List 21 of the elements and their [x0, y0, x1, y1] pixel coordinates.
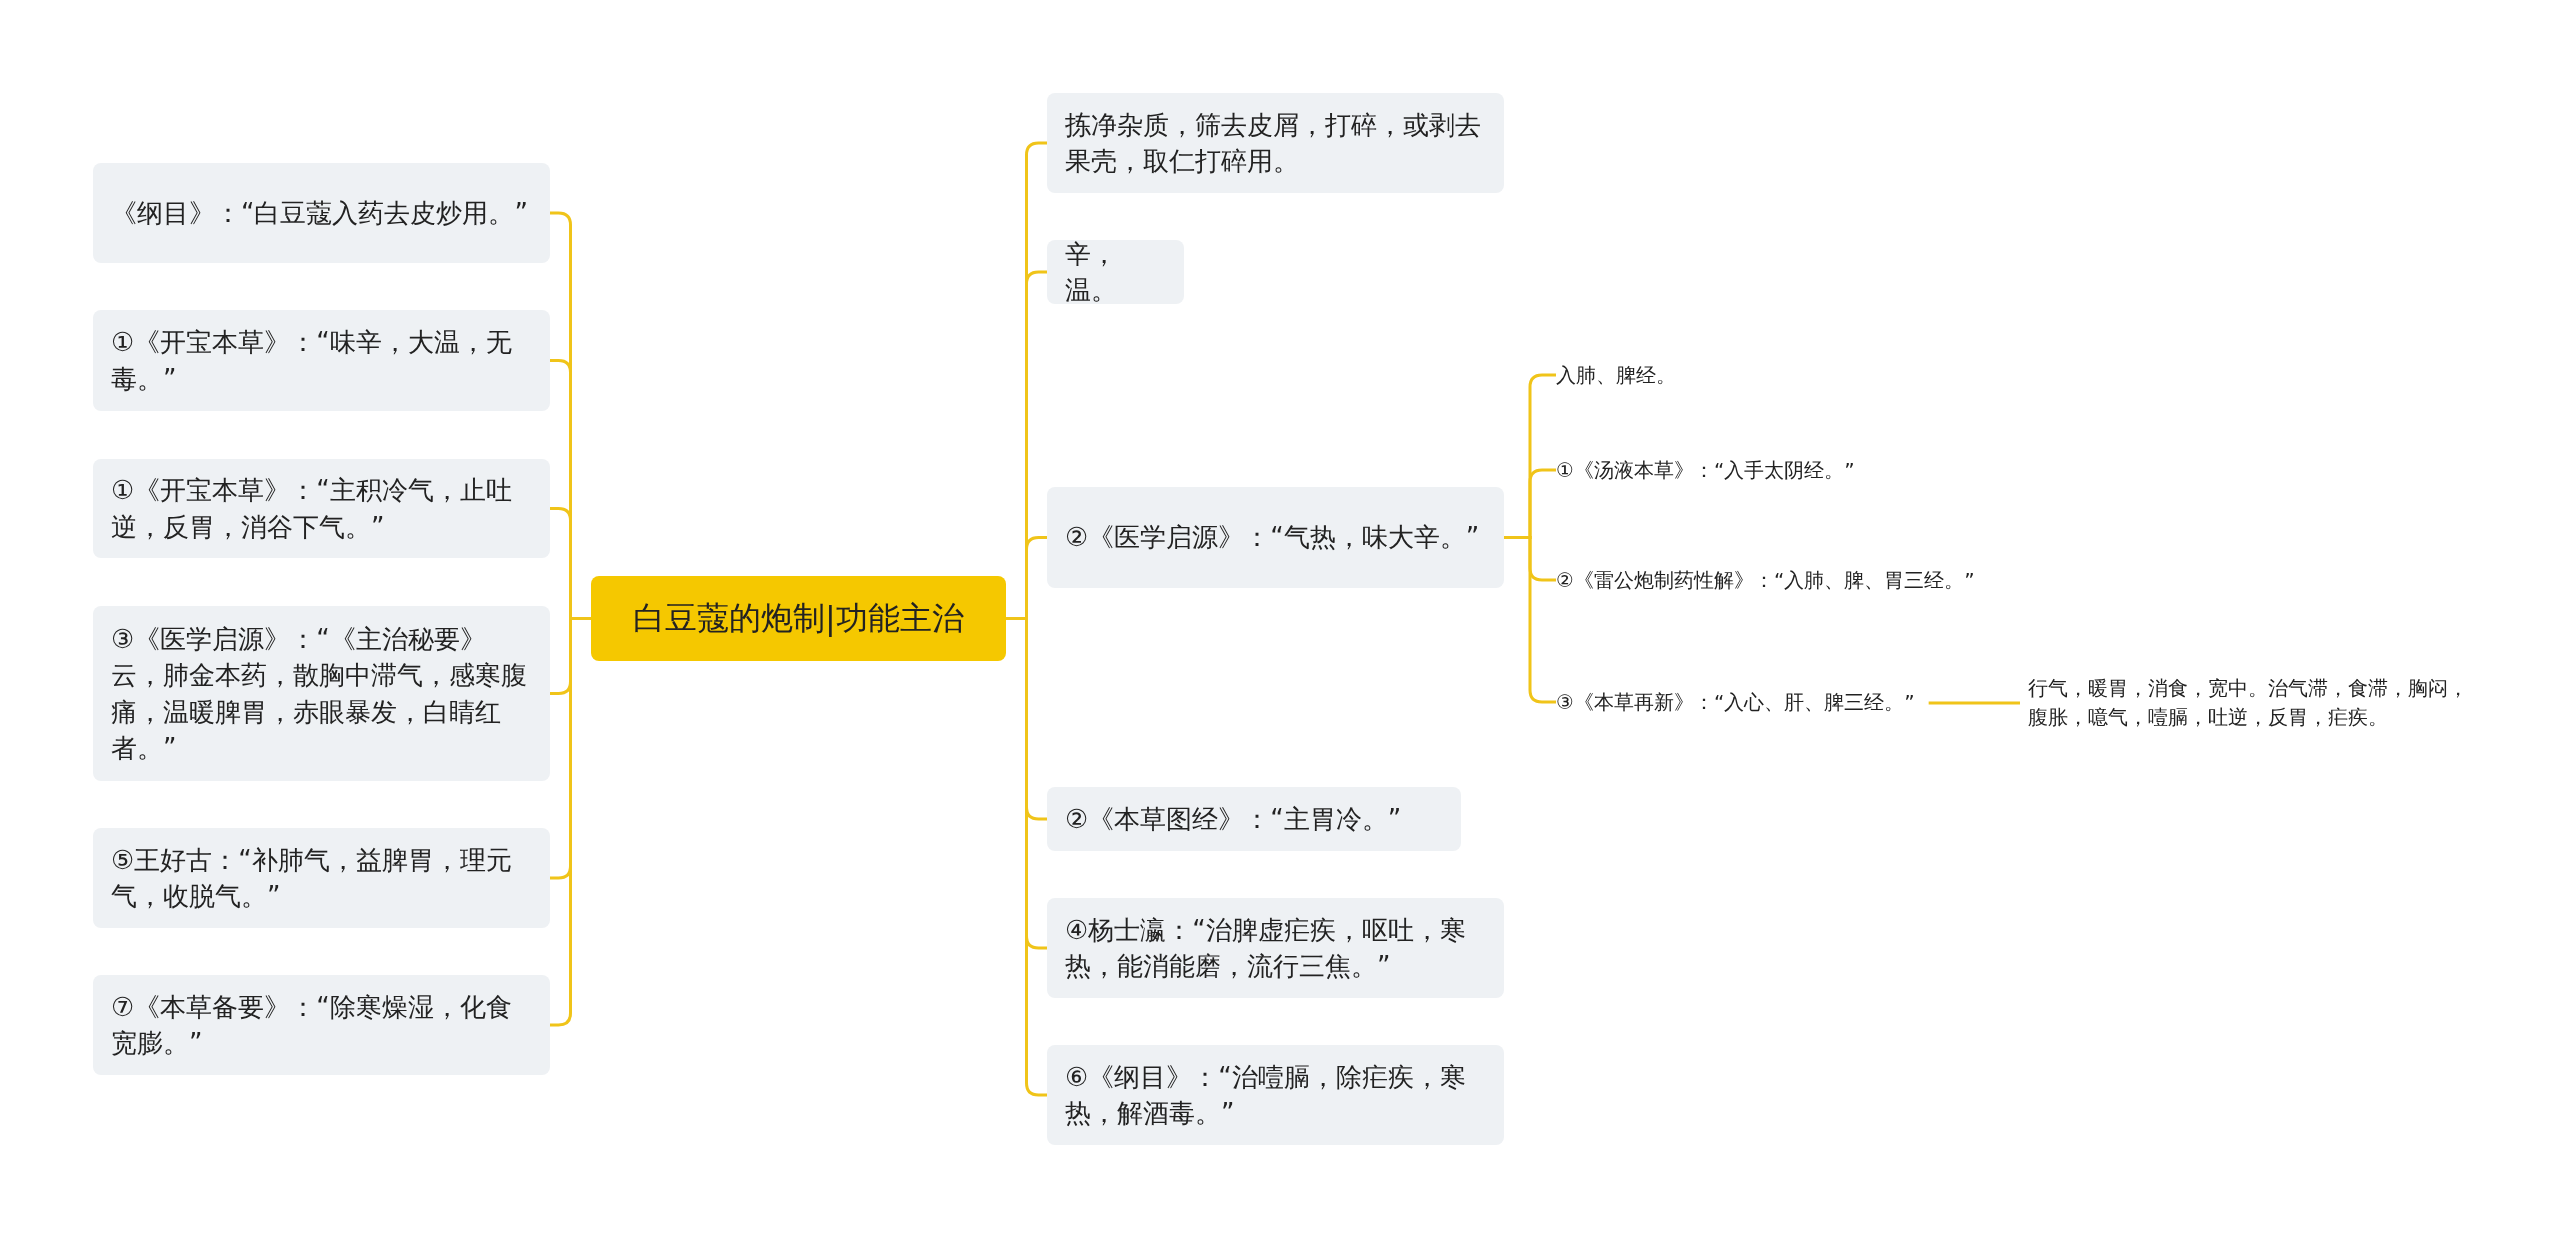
topic-box: ⑦《本草备要》：“除寒燥湿，化食宽膨。” [93, 975, 550, 1075]
topic-box: ①《开宝本草》：“味辛，大温，无毒。” [93, 310, 550, 411]
topic-box: ①《开宝本草》：“主积冷气，止吐逆，反胃，消谷下气。” [93, 459, 550, 558]
topic-box: 辛，温。 [1047, 240, 1184, 304]
topic-box: ⑥《纲目》：“治噎膈，除疟疾，寒热，解酒毒。” [1047, 1045, 1504, 1145]
topic-box: ③《医学启源》：“《主治秘要》云，肺金本药，散胸中滞气，感寒腹痛，温暖脾胃，赤眼暴发，白睛红者。” [93, 606, 550, 781]
connector-line [1006, 617, 1047, 1097]
central-topic-box: 白豆蔻的炮制|功能主治 [591, 576, 1006, 661]
subtopic-text: ②《雷公炮制药性解》：“入肺、脾、胃三经。” [1556, 550, 1996, 610]
topic-box: ④杨士瀛：“治脾虚疟疾，呕吐，寒热，能消能磨，流行三焦。” [1047, 898, 1504, 998]
subtopic-text: ③《本草再新》：“入心、肝、脾三经。” [1556, 685, 1956, 719]
topic-box: ②《本草图经》：“主胃冷。” [1047, 787, 1461, 851]
connector-line [1928, 701, 2020, 705]
subtopic-text: ①《汤液本草》：“入手太阴经。” [1556, 453, 1996, 487]
topic-box: 《纲目》：“白豆蔻入药去皮炒用。” [93, 163, 550, 263]
subtopic-text: 入肺、脾经。 [1556, 358, 1996, 392]
subtopic-text: 行气，暖胃，消食，宽中。治气滞，食滞，胸闷，腹胀，噫气，噎膈，吐逆，反胃，疟疾。 [2028, 672, 2468, 734]
connector-line [550, 617, 591, 1027]
topic-box: 拣净杂质，筛去皮屑，打碎，或剥去果壳，取仁打碎用。 [1047, 93, 1504, 193]
topic-box: ⑤王好古：“补肺气，益脾胃，理元气，收脱气。” [93, 828, 550, 928]
topic-box: ②《医学启源》：“气热，味大辛。” [1047, 487, 1504, 588]
